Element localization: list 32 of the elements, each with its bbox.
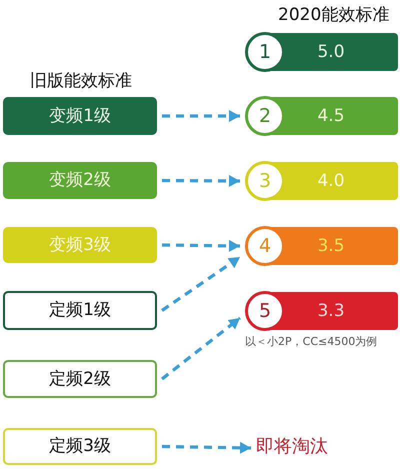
dashed-arrow (162, 110, 240, 122)
note-text: 以＜小2P，CC≤4500为例 (245, 335, 378, 348)
level-label: 定频2级 (49, 368, 111, 390)
rating-value: 4.5 (317, 106, 345, 126)
level-label: 变频1级 (49, 106, 111, 126)
level-label: 定频1级 (49, 300, 111, 321)
grade-number: 2 (258, 106, 272, 126)
dashed-arrow (162, 240, 240, 252)
rating-value: 3.3 (317, 300, 345, 322)
level-label: 变频3级 (49, 234, 111, 256)
grade-number: 1 (258, 42, 272, 62)
dashed-arrow (161, 316, 241, 380)
rating-value: 4.0 (317, 170, 345, 192)
grade-number: 4 (258, 236, 272, 256)
level-box (3, 360, 157, 398)
column-heading: 2020能效标准 (278, 5, 390, 26)
level-label: 定频3级 (49, 436, 111, 457)
dashed-arrow (162, 174, 240, 187)
level-box (3, 97, 157, 135)
grade-number: 5 (258, 300, 272, 322)
level-box (3, 291, 157, 330)
grade-number: 3 (258, 170, 272, 192)
status-label: 即将淘汰 (256, 436, 328, 458)
level-box (3, 227, 157, 263)
rating-value: 5.0 (317, 42, 345, 62)
level-box (3, 428, 157, 465)
rating-value: 3.5 (317, 236, 345, 256)
level-box (3, 162, 157, 199)
column-heading: 旧版能效标准 (30, 71, 132, 92)
level-label: 变频2级 (49, 170, 111, 191)
dashed-arrow (161, 256, 241, 312)
dashed-arrow (162, 442, 252, 454)
